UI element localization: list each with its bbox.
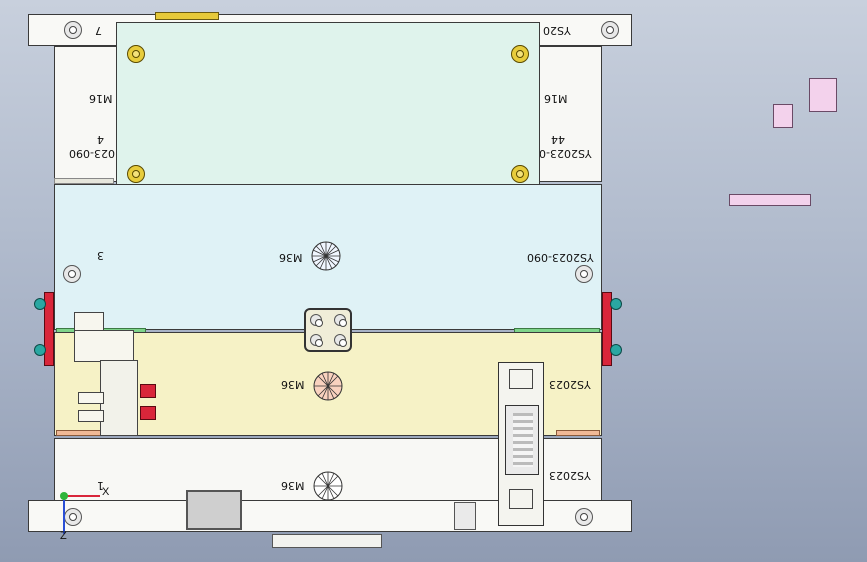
bolt-icon xyxy=(334,314,347,327)
blue-label-center: M36 xyxy=(279,251,303,264)
bolt-icon xyxy=(575,508,593,526)
bolt-icon xyxy=(601,21,619,39)
yellow-label-center: M36 xyxy=(281,378,305,391)
valve-assembly xyxy=(70,300,156,436)
yellow-label-right: YS2023 xyxy=(549,378,591,391)
bolt-icon xyxy=(575,265,593,283)
upper-label-right-code: YS2023-0 xyxy=(539,147,592,160)
bolt-icon xyxy=(511,165,529,183)
bolt-icon xyxy=(310,334,323,347)
crosshair-icon xyxy=(311,241,341,271)
top-handle xyxy=(155,12,219,20)
axis-triad-icon xyxy=(60,492,100,534)
plate-rim xyxy=(54,178,114,184)
bolt-icon xyxy=(511,45,529,63)
green-panel xyxy=(116,22,540,210)
bolt-icon xyxy=(64,21,82,39)
bolt-icon xyxy=(310,314,323,327)
connector-frame xyxy=(498,362,544,526)
crosshair-icon xyxy=(313,371,343,401)
upper-label-left-num: 4 xyxy=(97,133,104,146)
axis-z-label: Z xyxy=(60,530,67,542)
top-plate-label-left: 7 xyxy=(95,24,102,37)
bolt-icon xyxy=(334,334,347,347)
pink-part-bar xyxy=(729,194,811,206)
pink-part-small xyxy=(773,104,793,128)
top-plate-label-right: YS20 xyxy=(543,24,571,37)
hex-nut-icon xyxy=(304,308,352,352)
pink-part-bracket xyxy=(809,78,837,112)
orange-rail-right xyxy=(556,430,600,436)
upper-label-right-num: 44 xyxy=(551,133,565,146)
upper-label-left-size: M16 xyxy=(89,92,113,105)
upper-label-right-size: M16 xyxy=(544,92,568,105)
left-pin-bottom xyxy=(34,344,46,356)
right-clamp xyxy=(602,292,612,366)
blue-label-right: YS2023-090 xyxy=(527,251,594,264)
bolt-icon xyxy=(63,265,81,283)
left-clamp xyxy=(44,292,54,366)
right-pin-top xyxy=(610,298,622,310)
right-pin-bottom xyxy=(610,344,622,356)
axis-x-label: X xyxy=(102,486,110,498)
base-tab xyxy=(272,534,382,548)
base-slot xyxy=(454,502,476,530)
blue-plate: 3 M36 YS2023-090 xyxy=(54,184,602,330)
left-pin-top xyxy=(34,298,46,310)
bolt-icon xyxy=(127,165,145,183)
bottom-label-right: YS2023 xyxy=(549,469,591,482)
base-block xyxy=(186,490,242,530)
crosshair-icon xyxy=(313,471,343,501)
upper-label-left-code: 2023-090 xyxy=(69,147,122,160)
blue-label-left: 3 xyxy=(97,249,104,262)
bolt-icon xyxy=(127,45,145,63)
bottom-label-center: M36 xyxy=(281,479,305,492)
